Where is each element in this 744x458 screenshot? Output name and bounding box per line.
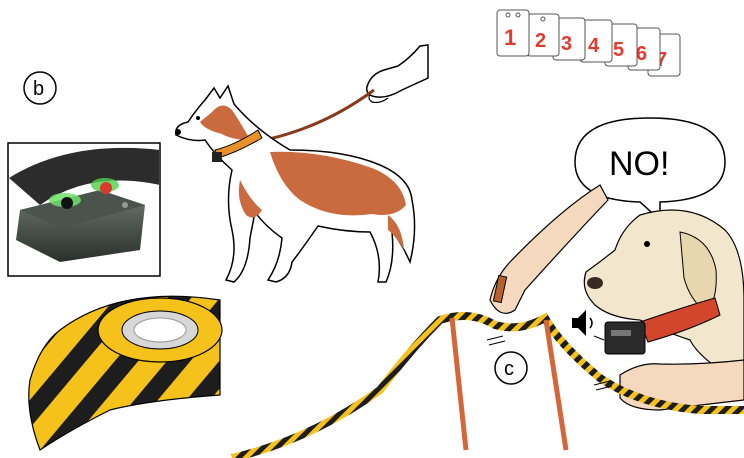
svg-text:4: 4 [588, 35, 600, 57]
yellow-dog [584, 210, 744, 385]
collar-receiver-photo [8, 143, 160, 276]
svg-text:6: 6 [636, 43, 647, 65]
hand-icon [367, 45, 428, 103]
svg-text:5: 5 [613, 39, 624, 61]
led-red-icon [100, 182, 112, 194]
hand-holding-remote [620, 360, 744, 410]
speaker-icon [572, 310, 604, 340]
standing-dog [175, 86, 415, 282]
label-c-marker: c [495, 352, 527, 384]
tape-roll [29, 296, 222, 450]
label-b-marker: b [24, 72, 56, 104]
calendar-pages: 7 6 5 4 3 2 1 [497, 10, 680, 76]
speech-text: NO! [609, 145, 669, 183]
calendar-page-1: 1 [497, 10, 529, 56]
svg-text:3: 3 [561, 33, 572, 55]
svg-text:2: 2 [535, 30, 546, 52]
svg-text:1: 1 [504, 25, 516, 50]
leash-icon [255, 90, 374, 142]
calendar-page-2: 2 [527, 14, 559, 56]
label-b: b [33, 78, 44, 100]
label-c: c [504, 358, 514, 380]
remote-transmitter-icon [605, 322, 645, 354]
